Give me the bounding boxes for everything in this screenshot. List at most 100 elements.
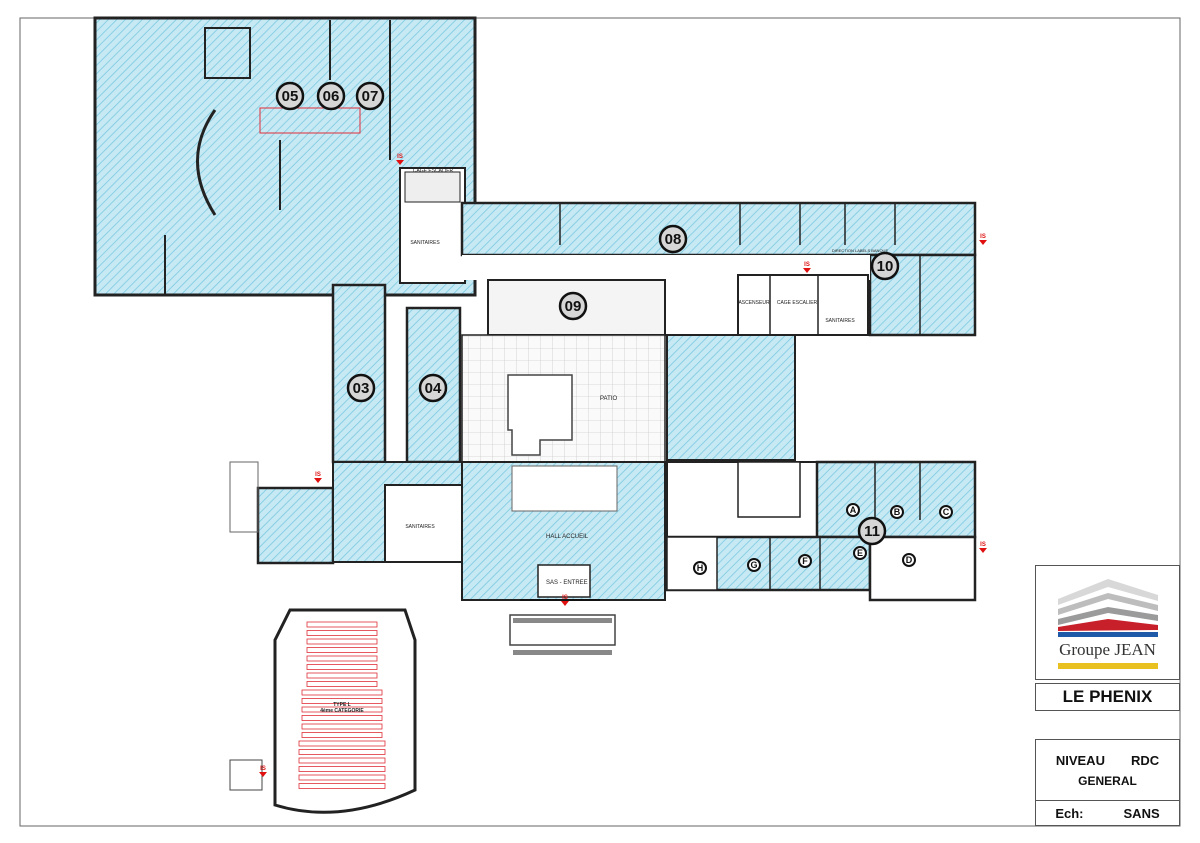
room-marker-07: 07 (355, 81, 385, 111)
label-direction: DIRECTION LABELS BANQUE (832, 248, 889, 253)
seat-row (301, 698, 383, 704)
label-sanitaires-n: SANITAIRES (410, 240, 440, 246)
svg-text:A: A (850, 505, 857, 515)
title-block-logo: Groupe JEAN (1035, 565, 1180, 680)
label-cage-escalier-n: CAGE ESCALIER (413, 168, 454, 174)
seat-row (306, 638, 378, 645)
svg-text:C: C (943, 507, 950, 517)
svg-text:11: 11 (864, 523, 880, 540)
room-marker-03: 03 (346, 373, 376, 403)
room-marker-11: 11 (857, 516, 887, 546)
emergency-exit-marker: IS (561, 595, 569, 606)
zone-lower-band (229, 461, 666, 601)
emergency-exit-marker: IS (259, 766, 267, 777)
svg-text:H: H (697, 563, 704, 573)
svg-text:F: F (802, 556, 808, 566)
label-sas-entree: SAS - ENTREE (546, 580, 588, 586)
seat-row (306, 672, 378, 679)
emergency-exit-marker: IS (396, 154, 404, 165)
logo-yellow-bar (1057, 662, 1158, 669)
project-name: LE PHENIX (1035, 683, 1180, 711)
level-value: RDC (1130, 752, 1160, 768)
label-ascenseur: ASCENSEUR (738, 300, 770, 306)
company-name: Groupe JEAN (1059, 639, 1156, 659)
svg-text:10: 10 (877, 258, 894, 275)
emergency-exit-marker: IS (803, 262, 811, 273)
seat-row (306, 681, 378, 687)
seat-row (301, 732, 383, 738)
svg-text:IS: IS (562, 595, 568, 601)
seat-row (298, 757, 386, 764)
label-sanitaires-s: SANITAIRES (405, 524, 435, 530)
svg-text:08: 08 (665, 231, 682, 248)
entrance-steps (509, 599, 616, 655)
svg-text:03: 03 (353, 380, 370, 397)
stair-core-east (737, 274, 869, 336)
room-marker-08: 08 (658, 224, 688, 254)
room-marker-09: 09 (558, 291, 588, 321)
seat-row (298, 766, 386, 772)
room-marker-10: 10 (870, 251, 900, 281)
svg-text:07: 07 (362, 88, 379, 105)
seat-row (298, 774, 386, 781)
auditorium-seats (298, 621, 386, 789)
scale-box: Ech: SANS (1035, 800, 1180, 826)
seat-row (301, 723, 383, 730)
sheet-name: GENERAL (1078, 773, 1137, 788)
svg-text:06: 06 (323, 88, 340, 105)
sub-room-marker-B: B (890, 505, 904, 519)
company-logo (1057, 578, 1158, 637)
label-patio: PATIO (600, 396, 617, 402)
label-auditorium-type: TYPE L (333, 702, 351, 708)
room-marker-06: 06 (316, 81, 346, 111)
sub-room-marker-D: D (902, 553, 916, 567)
emergency-exit-marker: IS (979, 542, 987, 553)
svg-text:IS: IS (397, 154, 403, 160)
emergency-exit-marker: IS (979, 234, 987, 245)
sub-room-marker-F: F (798, 554, 812, 568)
level-box: NIVEAU RDC GENERAL (1035, 739, 1180, 801)
svg-text:IS: IS (260, 766, 266, 772)
zone-east-wing (460, 201, 977, 337)
seat-row (301, 689, 383, 696)
zone-cafeteria (666, 334, 796, 461)
seat-row (306, 655, 378, 662)
sub-room-marker-C: C (939, 505, 953, 519)
seat-row (306, 664, 378, 670)
svg-text:05: 05 (282, 88, 299, 105)
svg-text:D: D (906, 555, 913, 565)
label-sanitaires-e: SANITAIRES (825, 318, 855, 324)
svg-text:G: G (750, 560, 757, 570)
seat-row (306, 621, 378, 628)
svg-text:IS: IS (980, 234, 986, 240)
zone-room-03 (331, 283, 387, 464)
room-marker-04: 04 (418, 373, 448, 403)
seat-row (306, 630, 378, 636)
seat-row (298, 740, 386, 747)
sub-room-marker-H: H (693, 561, 707, 575)
zone-room-11-wing (665, 460, 977, 602)
sub-room-marker-E: E (853, 546, 867, 560)
seat-row (306, 647, 378, 653)
emergency-exit-marker: IS (314, 472, 322, 483)
svg-text:B: B (894, 507, 901, 517)
svg-text:E: E (857, 548, 863, 558)
sub-room-marker-A: A (846, 503, 860, 517)
seat-row (298, 749, 386, 755)
svg-text:09: 09 (565, 298, 582, 315)
level-label: NIVEAU (1055, 752, 1105, 768)
seat-row (301, 706, 383, 713)
sheet-frame (19, 17, 1181, 827)
zone-auditorium (273, 608, 417, 814)
room-marker-05: 05 (275, 81, 305, 111)
svg-text:04: 04 (425, 380, 442, 397)
scale-value: SANS (1123, 805, 1160, 821)
scale-label: Ech: (1055, 805, 1084, 821)
label-cage-escalier-e: CAGE ESCALIER (777, 300, 818, 306)
label-hall-accueil: HALL ACCUEIL (546, 534, 589, 540)
svg-text:IS: IS (980, 542, 986, 548)
sub-room-marker-G: G (747, 558, 761, 572)
seat-row (301, 715, 383, 721)
svg-text:IS: IS (804, 262, 810, 268)
